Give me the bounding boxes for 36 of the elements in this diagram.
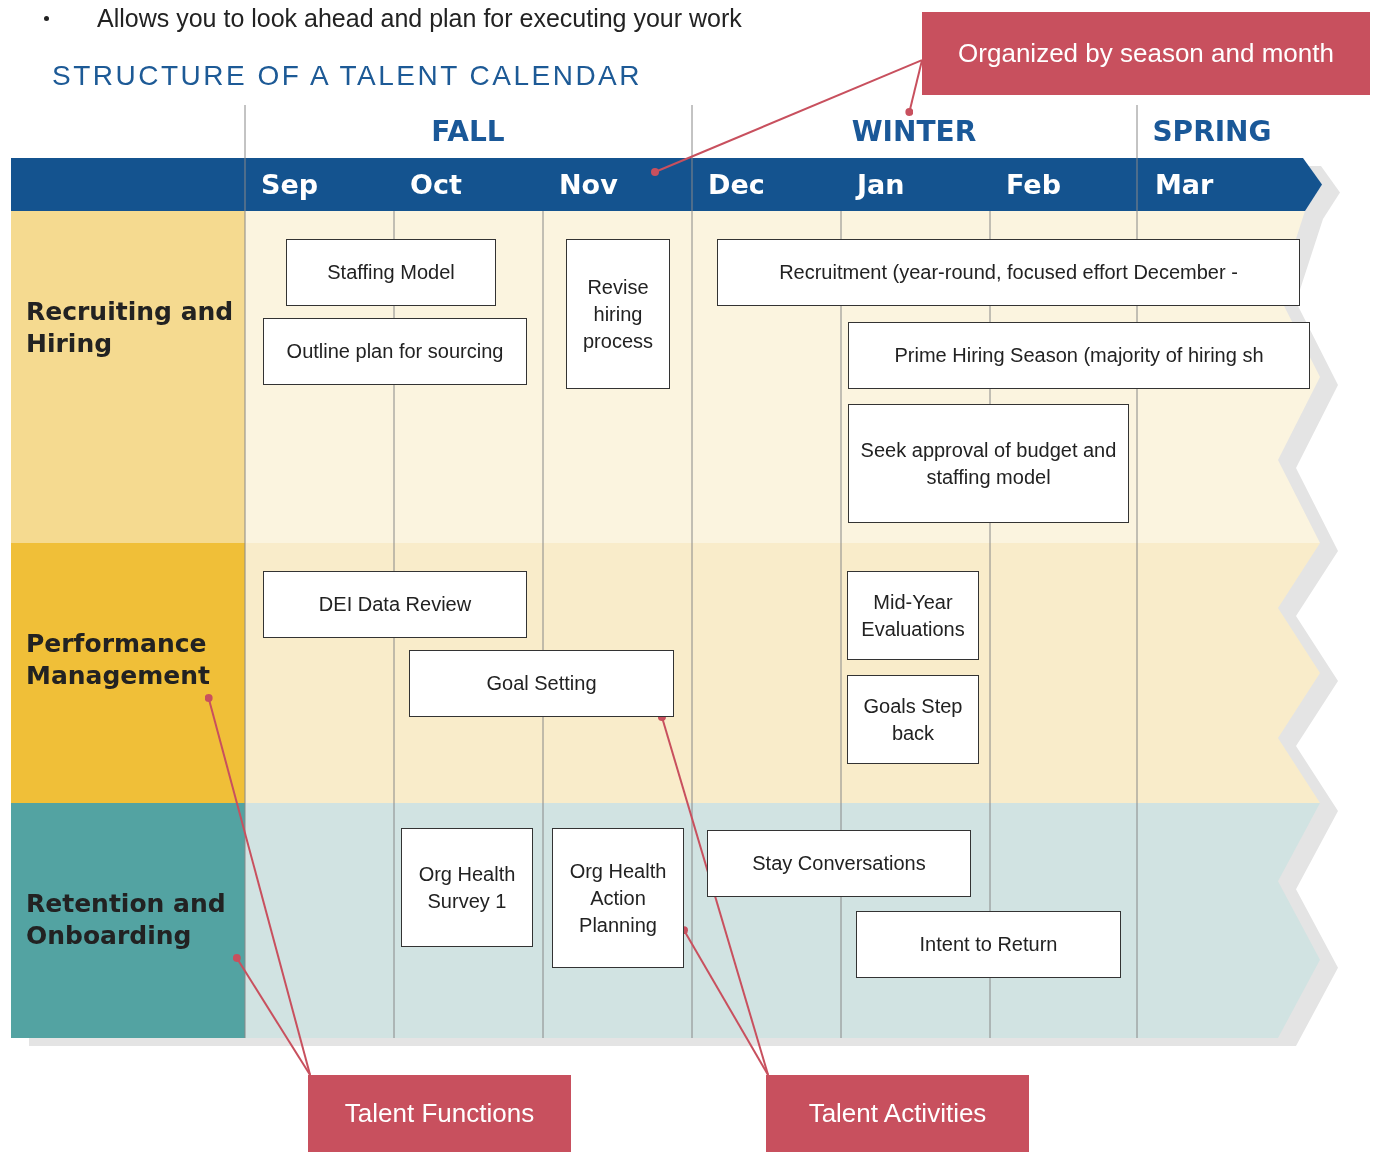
leader-line [905,59,923,116]
month-heading: Oct [394,158,543,211]
activity-box: Stay Conversations [707,830,971,897]
season-heading: WINTER [852,112,976,150]
function-heading: Performance Management [26,622,242,698]
activity-box: Org Health Action Planning [552,828,684,968]
activity-box: Recruitment (year-round, focused effort December - [717,239,1300,306]
activity-box: Outline plan for sourcing [263,318,527,385]
function-heading: Retention and Onboarding [26,882,242,958]
month-heading: Dec [692,158,841,211]
leader-line [232,954,312,1076]
activity-box: Goals Step back [847,675,979,764]
leader-line [204,694,312,1076]
leader-line [651,59,923,176]
activity-box: DEI Data Review [263,571,527,638]
month-heading: Nov [543,158,692,211]
bullet-text: Allows you to look ahead and plan for executing your work [97,4,742,33]
month-heading: Feb [990,158,1139,211]
activity-box: Staffing Model [286,239,496,306]
function-heading: Recruiting and Hiring [26,290,242,366]
activity-box: Org Health Survey 1 [401,828,533,947]
callout-box: Talent Functions [308,1075,571,1152]
season-heading: SPRING [1150,112,1274,150]
activity-box: Prime Hiring Season (majority of hiring sh [848,322,1310,389]
activity-box: Intent to Return [856,911,1121,978]
activity-box: Revise hiring process [566,239,670,389]
month-heading: Jan [841,158,990,211]
season-heading: FALL [420,112,516,150]
callout-box: Organized by season and month [922,12,1370,95]
activity-box: Goal Setting [409,650,674,717]
diagram-title: STRUCTURE OF A TALENT CALENDAR [52,60,642,92]
month-heading: Mar [1139,158,1288,211]
callout-box: Talent Activities [766,1075,1029,1152]
activity-box: Seek approval of budget and staffing model [848,404,1129,523]
month-heading: Sep [245,158,394,211]
activity-box: Mid-Year Evaluations [847,571,979,660]
